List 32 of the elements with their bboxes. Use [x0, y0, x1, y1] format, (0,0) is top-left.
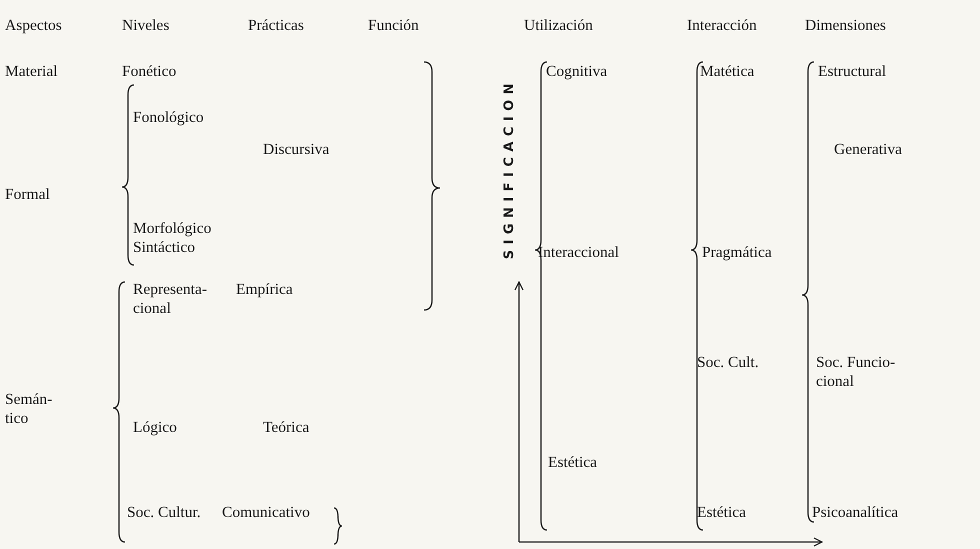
dimension-label: Psicoanalítica — [812, 503, 898, 522]
interaction-label: Pragmática — [702, 243, 772, 262]
column-heading: Aspectos — [5, 16, 62, 35]
use-label: Cognitiva — [546, 62, 608, 81]
row-label: Material — [5, 62, 58, 81]
column-heading: Utilización — [524, 16, 593, 35]
dimension-label: Estructural — [818, 62, 886, 81]
column-heading: Función — [368, 16, 419, 35]
row-label: Formal — [5, 185, 50, 204]
practice-label: Empírica — [236, 280, 293, 299]
interaction-label: Soc. Cult. — [697, 353, 759, 372]
column-heading: Prácticas — [248, 16, 304, 35]
column-heading: Dimensiones — [805, 16, 886, 35]
use-label: Estética — [548, 453, 598, 472]
level-label: Lógico — [133, 418, 177, 437]
level-label: Fonológico — [133, 108, 204, 127]
column-heading: Niveles — [122, 16, 170, 35]
practice-label: Teórica — [263, 418, 310, 437]
column-heading: Interacción — [687, 16, 757, 35]
vertical-label: SIGNIFICACION — [503, 78, 516, 260]
level-label: Representa- cional — [133, 280, 208, 318]
interaction-label: Estética — [697, 503, 746, 522]
interaction-label: Matética — [700, 62, 754, 81]
level-label: Soc. Cultur. — [127, 503, 201, 522]
level-label: Fonético — [122, 62, 176, 81]
dimension-label: Generativa — [834, 140, 902, 159]
row-label: Semán- tico — [5, 390, 54, 428]
use-label: Interaccional — [538, 243, 619, 262]
dimension-label: Soc. Funcio- cional — [816, 353, 896, 391]
practice-label: Discursiva — [263, 140, 330, 159]
practice-label: Comunicativo — [222, 503, 310, 522]
level-label: Morfológico Sintáctico — [133, 219, 212, 257]
